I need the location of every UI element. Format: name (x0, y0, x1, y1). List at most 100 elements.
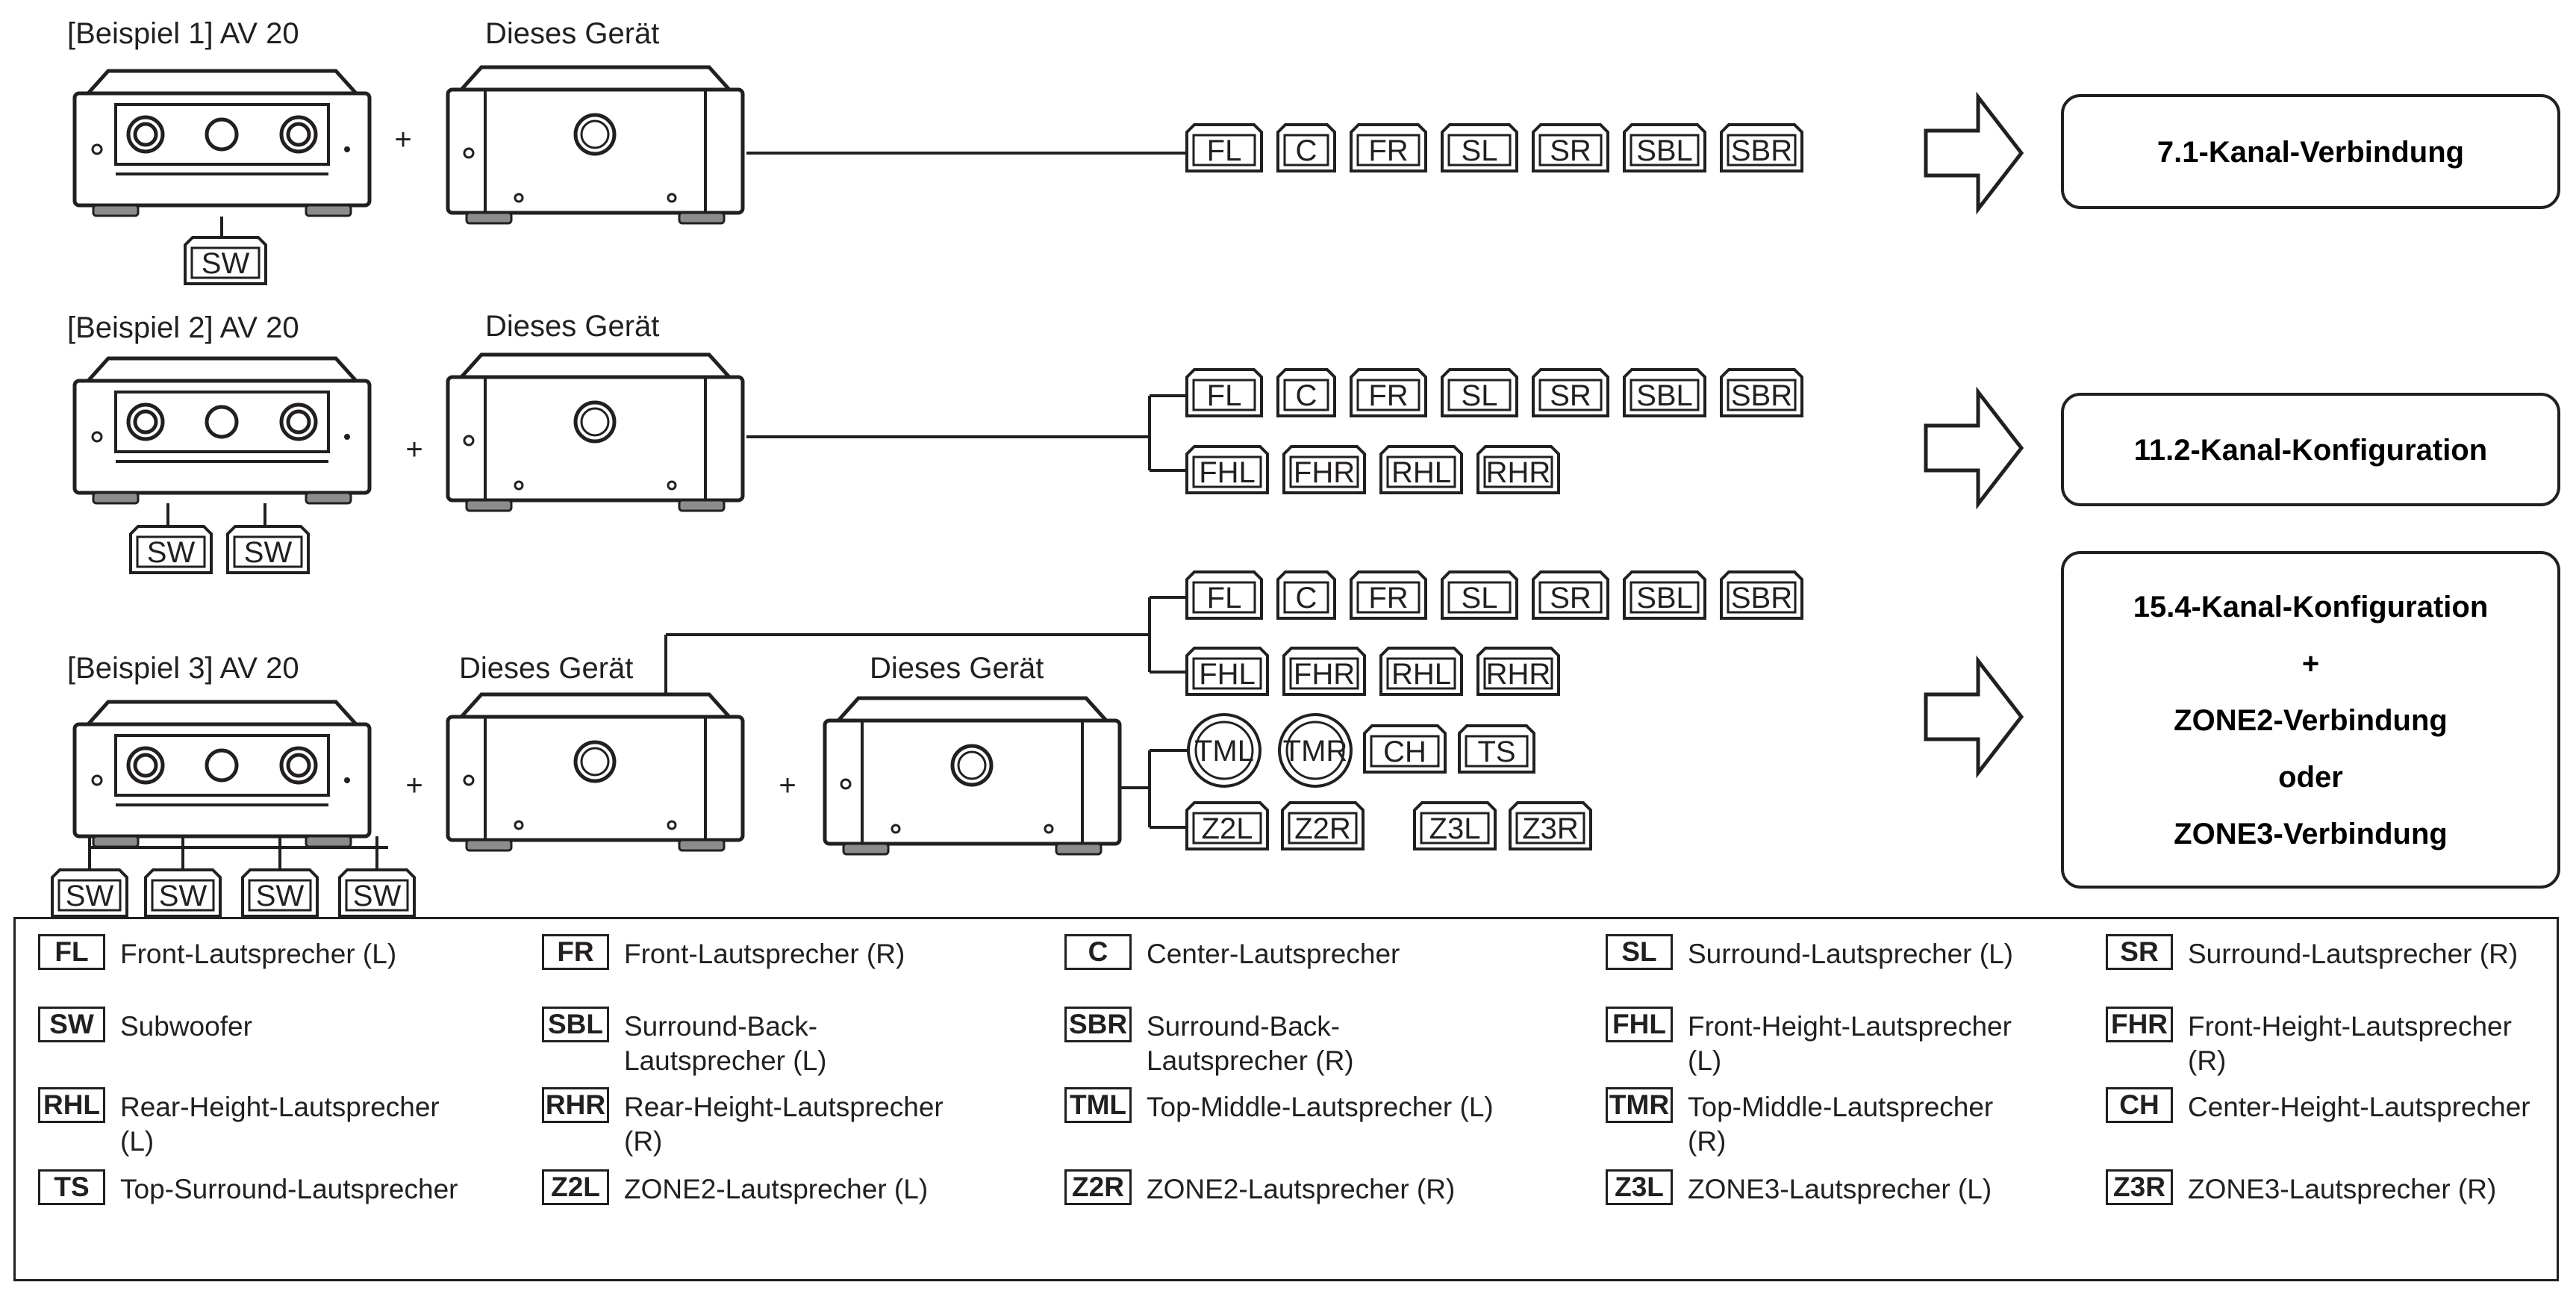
speaker-label: FL (1207, 134, 1242, 167)
legend-description: Top-Middle-Lautsprecher (L) (1147, 1092, 1494, 1122)
legend-abbr: SR (2106, 934, 2173, 970)
speaker-rhr: RHR (1476, 647, 1560, 696)
speaker-label: SW (256, 880, 305, 912)
legend-description: Front-Lautsprecher (L) (120, 939, 397, 969)
result-text: 7.1-Kanal-Verbindung (2157, 136, 2464, 169)
legend-abbr: SW (38, 1007, 105, 1042)
speaker-sbl: SBL (1623, 570, 1706, 620)
device-top (834, 696, 1111, 723)
legend-abbr: TS (38, 1169, 105, 1205)
indicator-left (91, 774, 103, 786)
speaker-label: TS (1477, 735, 1515, 768)
result-box-frame (2061, 551, 2560, 889)
legend-abbr: SBR (1064, 1007, 1132, 1042)
legend-description: Surround-Lautsprecher (L) (1688, 939, 2013, 969)
device-label: Dieses Gerät (459, 652, 633, 685)
speaker-sw: SW (338, 868, 416, 917)
legend-description: Front-Height-Lautsprecher (R) (2188, 1011, 2512, 1076)
speaker-label: SBR (1731, 582, 1792, 615)
device-foot (92, 835, 140, 848)
legend-description: Center-Lautsprecher (1147, 939, 1400, 969)
speaker-sw: SW (184, 236, 267, 285)
device-label: Dieses Gerät (485, 310, 659, 343)
speaker-label: SR (1550, 134, 1591, 167)
legend-description: Surround-Lautsprecher (R) (2188, 939, 2519, 969)
legend-abbr: TML (1064, 1087, 1132, 1123)
example-label-2: [Beispiel 2] AV 20 (67, 311, 299, 344)
legend-abbr: FHR (2106, 1007, 2173, 1042)
speaker-label: Z2R (1294, 812, 1351, 845)
speaker-label: RHR (1486, 456, 1551, 489)
indicator-left (463, 774, 475, 786)
speaker-label: SW (244, 536, 293, 569)
legend-description: ZONE2-Lautsprecher (L) (624, 1174, 929, 1204)
power-amplifier (446, 65, 745, 225)
speaker-label: RHL (1391, 658, 1451, 691)
plus-sign: + (405, 433, 422, 466)
speaker-fhr: FHR (1282, 647, 1366, 696)
plus-sign: + (394, 123, 411, 156)
legend-abbr: FL (38, 934, 105, 970)
speaker-label: SBL (1636, 582, 1693, 615)
center-knob (205, 748, 239, 783)
result-box-frame (2061, 94, 2560, 209)
legend-abbr: FR (542, 934, 609, 970)
speaker-rhl: RHL (1379, 445, 1463, 494)
legend-description: Rear-Height-Lautsprecher (R) (624, 1092, 944, 1157)
legend-description: ZONE3-Lautsprecher (R) (2188, 1174, 2497, 1204)
legend-description: Center-Height-Lautsprecher (2188, 1092, 2530, 1122)
indicator-right (344, 146, 350, 152)
indicator-right (344, 777, 350, 783)
device-top (84, 700, 361, 727)
speaker-label: FR (1368, 582, 1408, 615)
speaker-label: C (1296, 134, 1317, 167)
legend-description: Subwoofer (120, 1011, 252, 1042)
speaker-sw: SW (241, 868, 319, 917)
speaker-sw: SW (144, 868, 222, 917)
result-box-frame (2061, 393, 2560, 506)
power-amplifier (446, 692, 745, 852)
legend-abbr: RHR (542, 1087, 609, 1123)
legend-description: Front-Height-Lautsprecher (L) (1688, 1011, 2012, 1076)
result-text: ZONE2-Verbindung (2174, 704, 2448, 737)
speaker-fl: FL (1185, 123, 1263, 172)
device-top (457, 65, 734, 92)
legend-item-sl: SL Surround-Lautsprecher (L) (1606, 934, 2083, 1009)
speaker-label: FHR (1294, 658, 1355, 691)
speaker-fhr: FHR (1282, 445, 1366, 494)
legend-abbr: SBL (542, 1007, 609, 1042)
device-foot (305, 491, 352, 505)
legend-abbr: FHL (1606, 1007, 1673, 1042)
legend-abbr: SL (1606, 934, 1673, 970)
speaker-sl: SL (1441, 368, 1518, 417)
speaker-sbl: SBL (1623, 368, 1706, 417)
indicator-left (463, 435, 475, 447)
legend-abbr: TMR (1606, 1087, 1673, 1123)
speaker-sbr: SBR (1720, 123, 1803, 172)
speaker-sbr: SBR (1720, 368, 1803, 417)
speaker-label: SW (147, 536, 196, 569)
example-label-3: [Beispiel 3] AV 20 (67, 652, 299, 685)
legend-description: ZONE3-Lautsprecher (L) (1688, 1174, 1992, 1204)
speaker-sw: SW (51, 868, 128, 917)
speaker-label: SL (1462, 379, 1498, 412)
speaker-label: CH (1383, 735, 1426, 768)
speaker-label: SL (1462, 582, 1498, 615)
legend-item-fhl: FHL Front-Height-Lautsprecher (L) (1606, 1007, 2083, 1081)
device-label: Dieses Gerät (485, 17, 659, 50)
speaker-ts: TS (1458, 724, 1535, 774)
device-foot (465, 499, 513, 512)
speaker-fl: FL (1185, 368, 1263, 417)
speaker-z2l: Z2L (1185, 801, 1269, 850)
speaker-label: SBL (1636, 134, 1693, 167)
legend-abbr: RHL (38, 1087, 105, 1123)
